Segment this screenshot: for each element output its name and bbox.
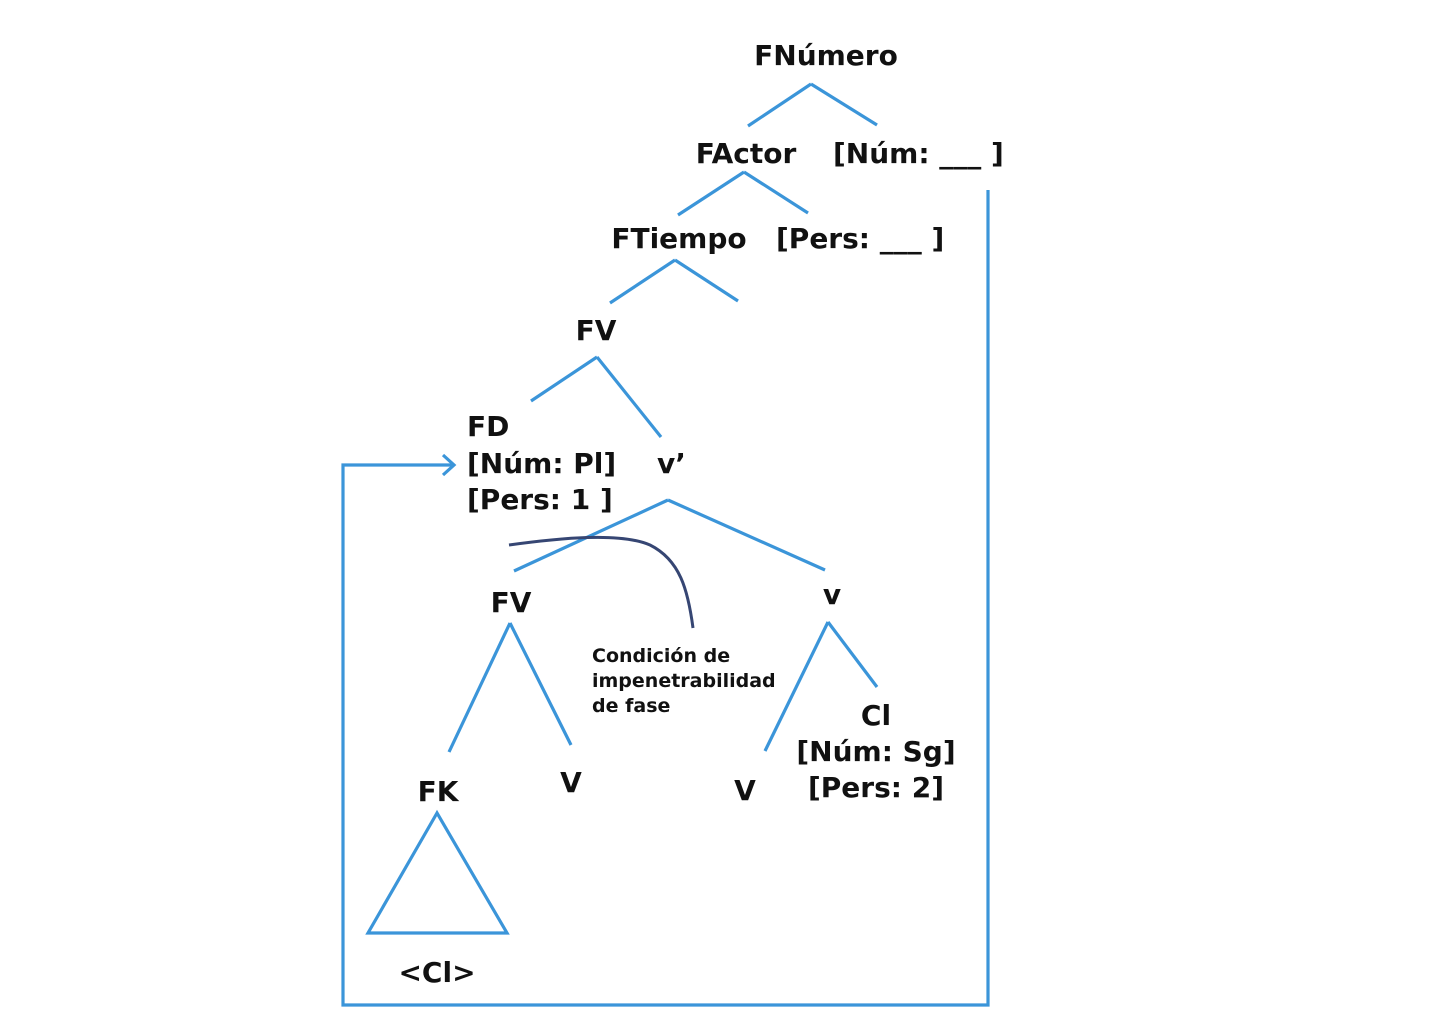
node-v-in-v: V [734,774,756,807]
fd-pers-feature: [Pers: 1 ] [467,483,613,516]
edge-fnumero-num-feature [810,82,878,127]
node-fv-lower: FV [490,586,532,619]
fd-num-feature: [Núm: Pl] [467,447,617,480]
edge-fv-v [508,622,573,746]
feature-pers: [Pers: ___ ] [776,222,945,255]
node-ftiempo: FTiempo [611,222,747,255]
edge-v-cl [826,621,879,688]
node-v-bar: v’ [657,447,686,480]
edge-factor-ftiempo [677,170,745,217]
edge-factor-pers-feature [743,170,809,215]
node-v-in-fv: V [560,766,582,799]
edge-fv-fk [447,622,512,753]
agreement-path [341,190,990,1007]
node-factor: FActor [695,137,797,170]
edge-vbar-fv [513,498,669,573]
edge-fnumero-factor [747,82,812,128]
edge-v-v [763,621,830,752]
node-fv-top: FV [575,314,617,347]
node-fd: FD [467,410,510,443]
node-fnumero: FNúmero [754,39,898,72]
edge-vbar-v [667,498,826,572]
node-fk: FK [417,775,459,808]
edge-fv-vbar [595,356,663,438]
annotation-line-3: de fase [592,695,671,717]
cl-pers-feature: [Pers: 2] [807,771,945,804]
edge-fv-fd [530,355,598,403]
node-cl-trace: <Cl> [398,956,476,989]
node-cl: Cl [860,699,892,732]
cl-num-feature: [Núm: Sg] [796,735,956,768]
arrowhead-icon [441,453,457,477]
edge-ftiempo-empty [674,258,739,303]
feature-num: [Núm: ___ ] [833,137,1004,170]
node-v-small: v [822,578,842,611]
fk-triangle [365,809,510,935]
annotation-line-2: impenetrabilidad [592,670,776,692]
phase-boundary-arc [508,535,695,629]
edge-ftiempo-fv [609,258,676,305]
annotation-line-1: Condición de [592,645,731,667]
